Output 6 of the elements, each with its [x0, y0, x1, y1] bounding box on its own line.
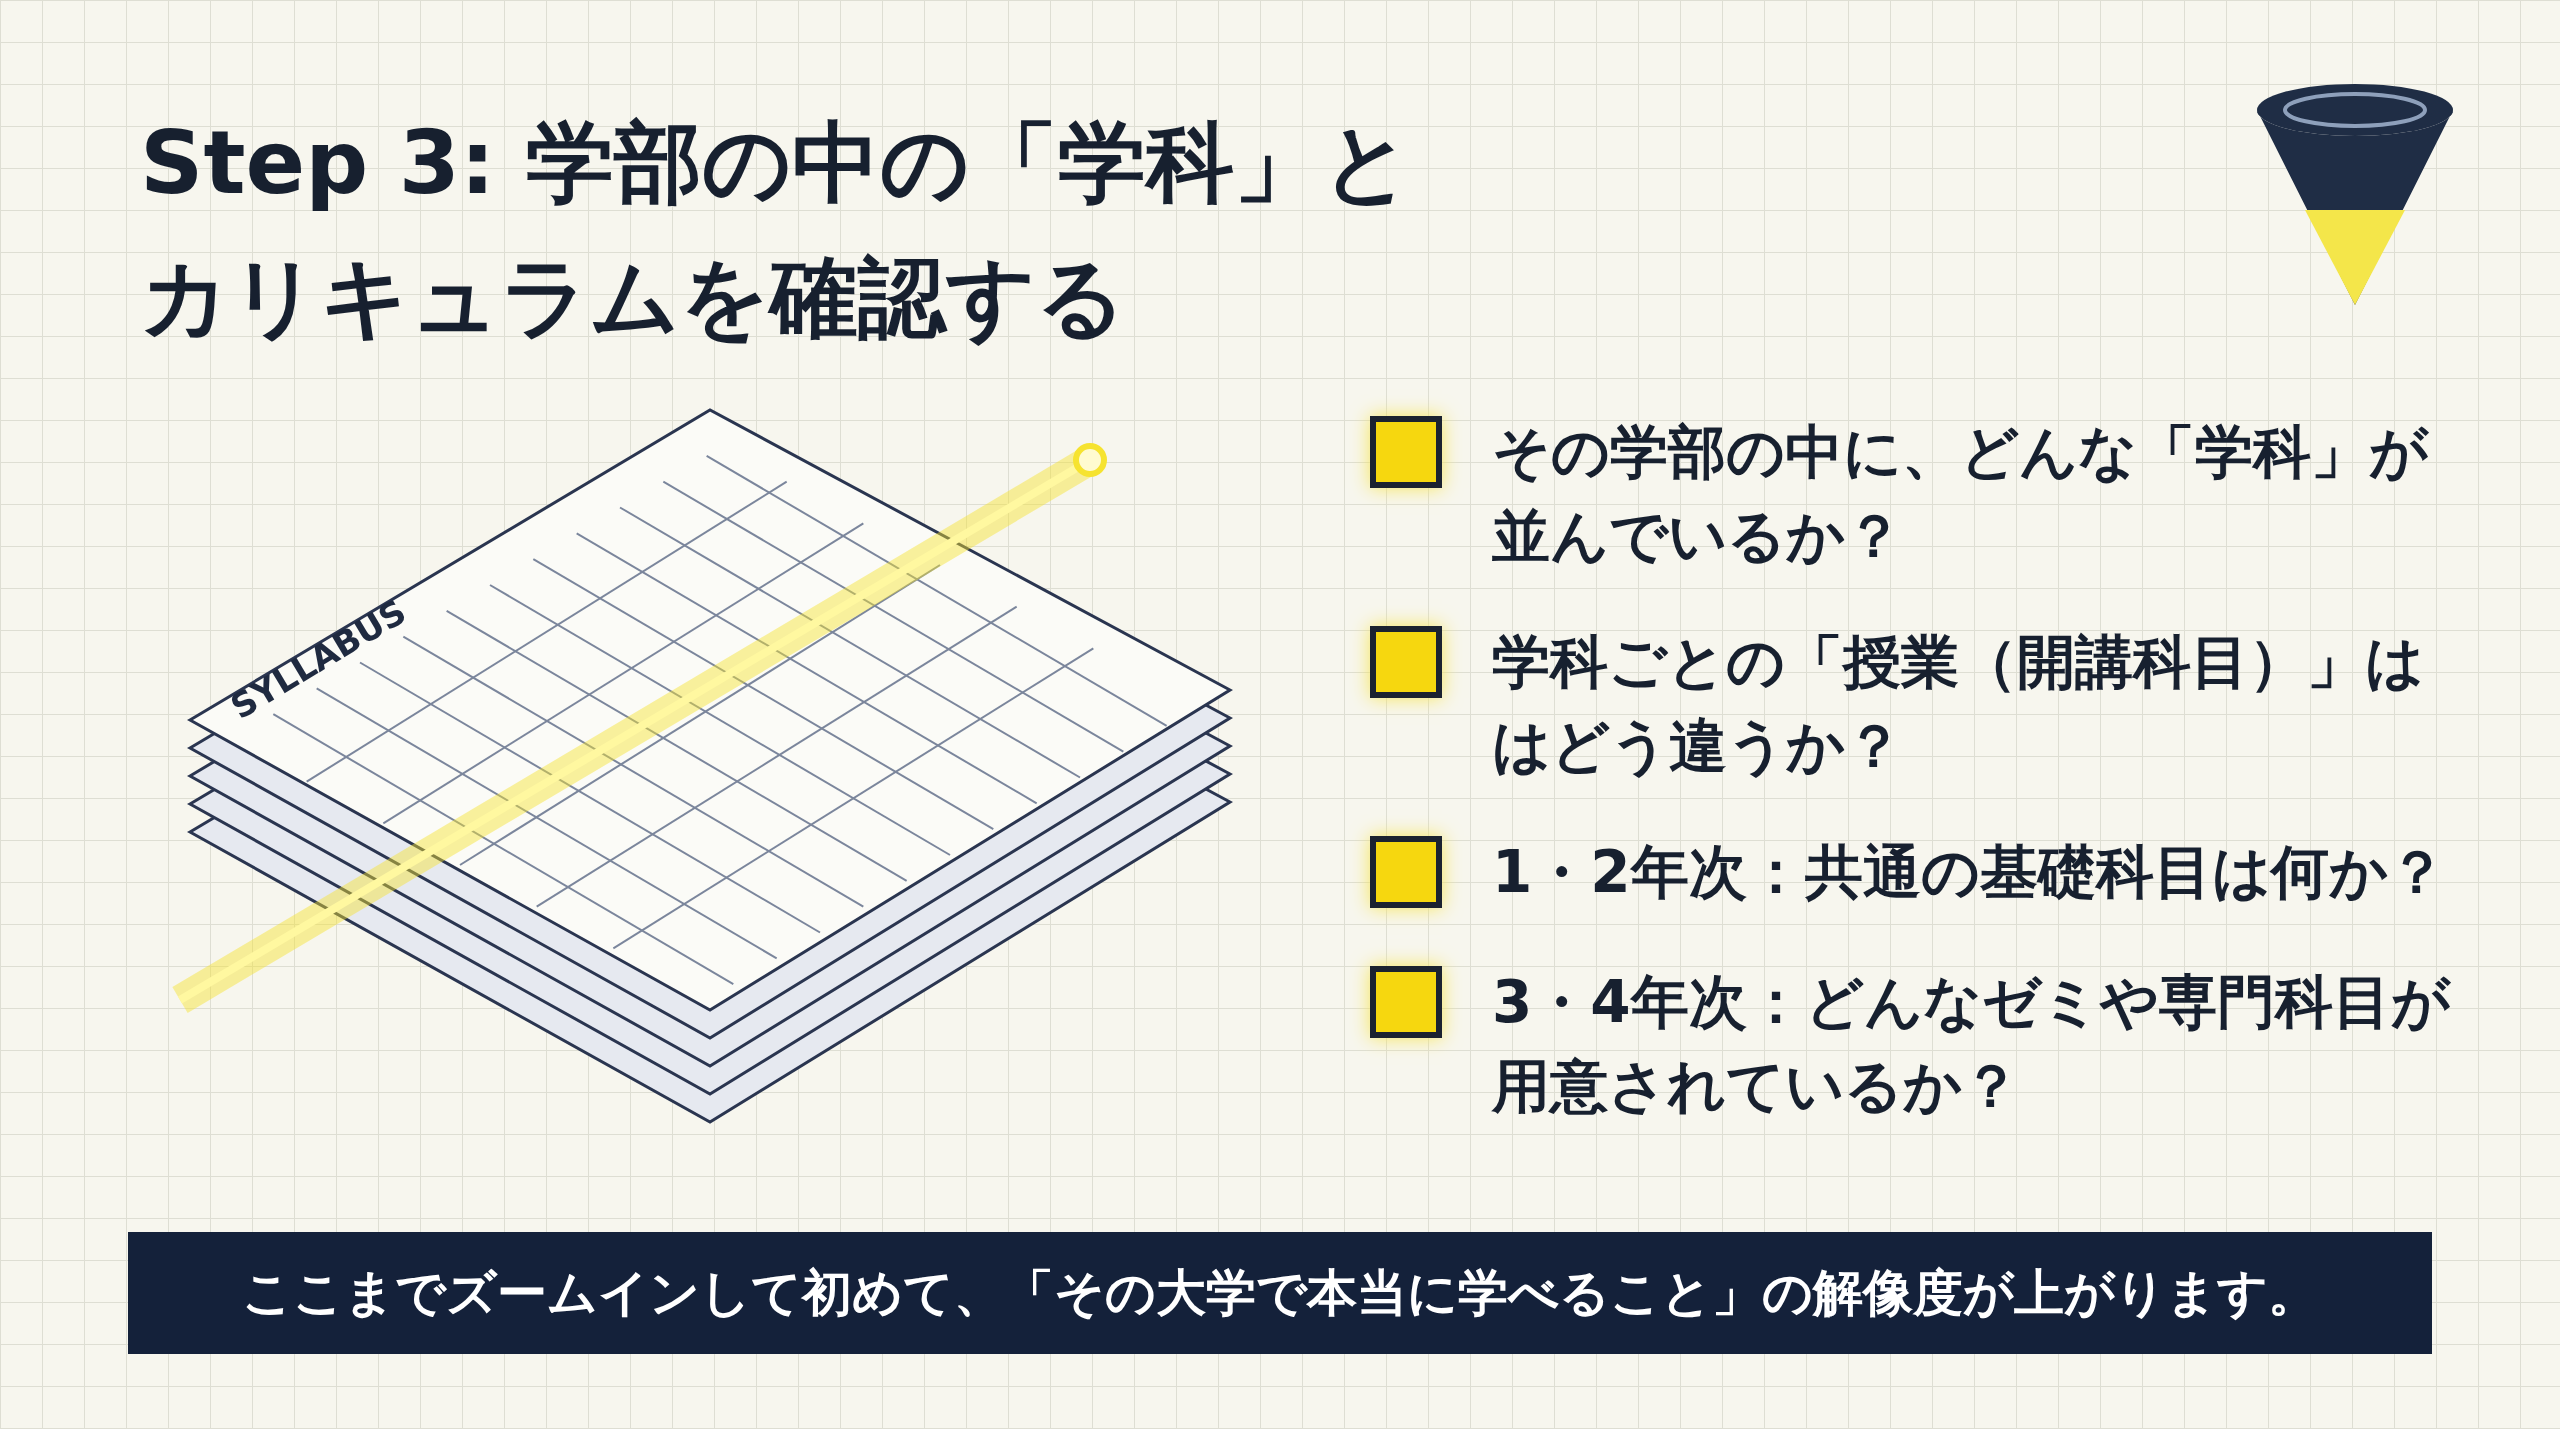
summary-banner: ここまでズームインして初めて、「その大学で本当に学べること」の解像度が上がります。 — [128, 1232, 2432, 1354]
slide-title: Step 3: 学部の中の「学科」とカリキュラムを確認する — [140, 110, 1413, 351]
checklist-item: 1・2年次：共通の基礎科目は何か？ — [1492, 837, 2447, 908]
checklist-item: 学科ごとの「授業（開講科目）」ははどう違うか？ — [1492, 627, 2425, 782]
checklist-item: 3・4年次：どんなゼミや専門科目が用意されているか？ — [1492, 967, 2452, 1122]
checklist-item: その学部の中に、どんな「学科」が並んでいるか？ — [1492, 417, 2430, 572]
